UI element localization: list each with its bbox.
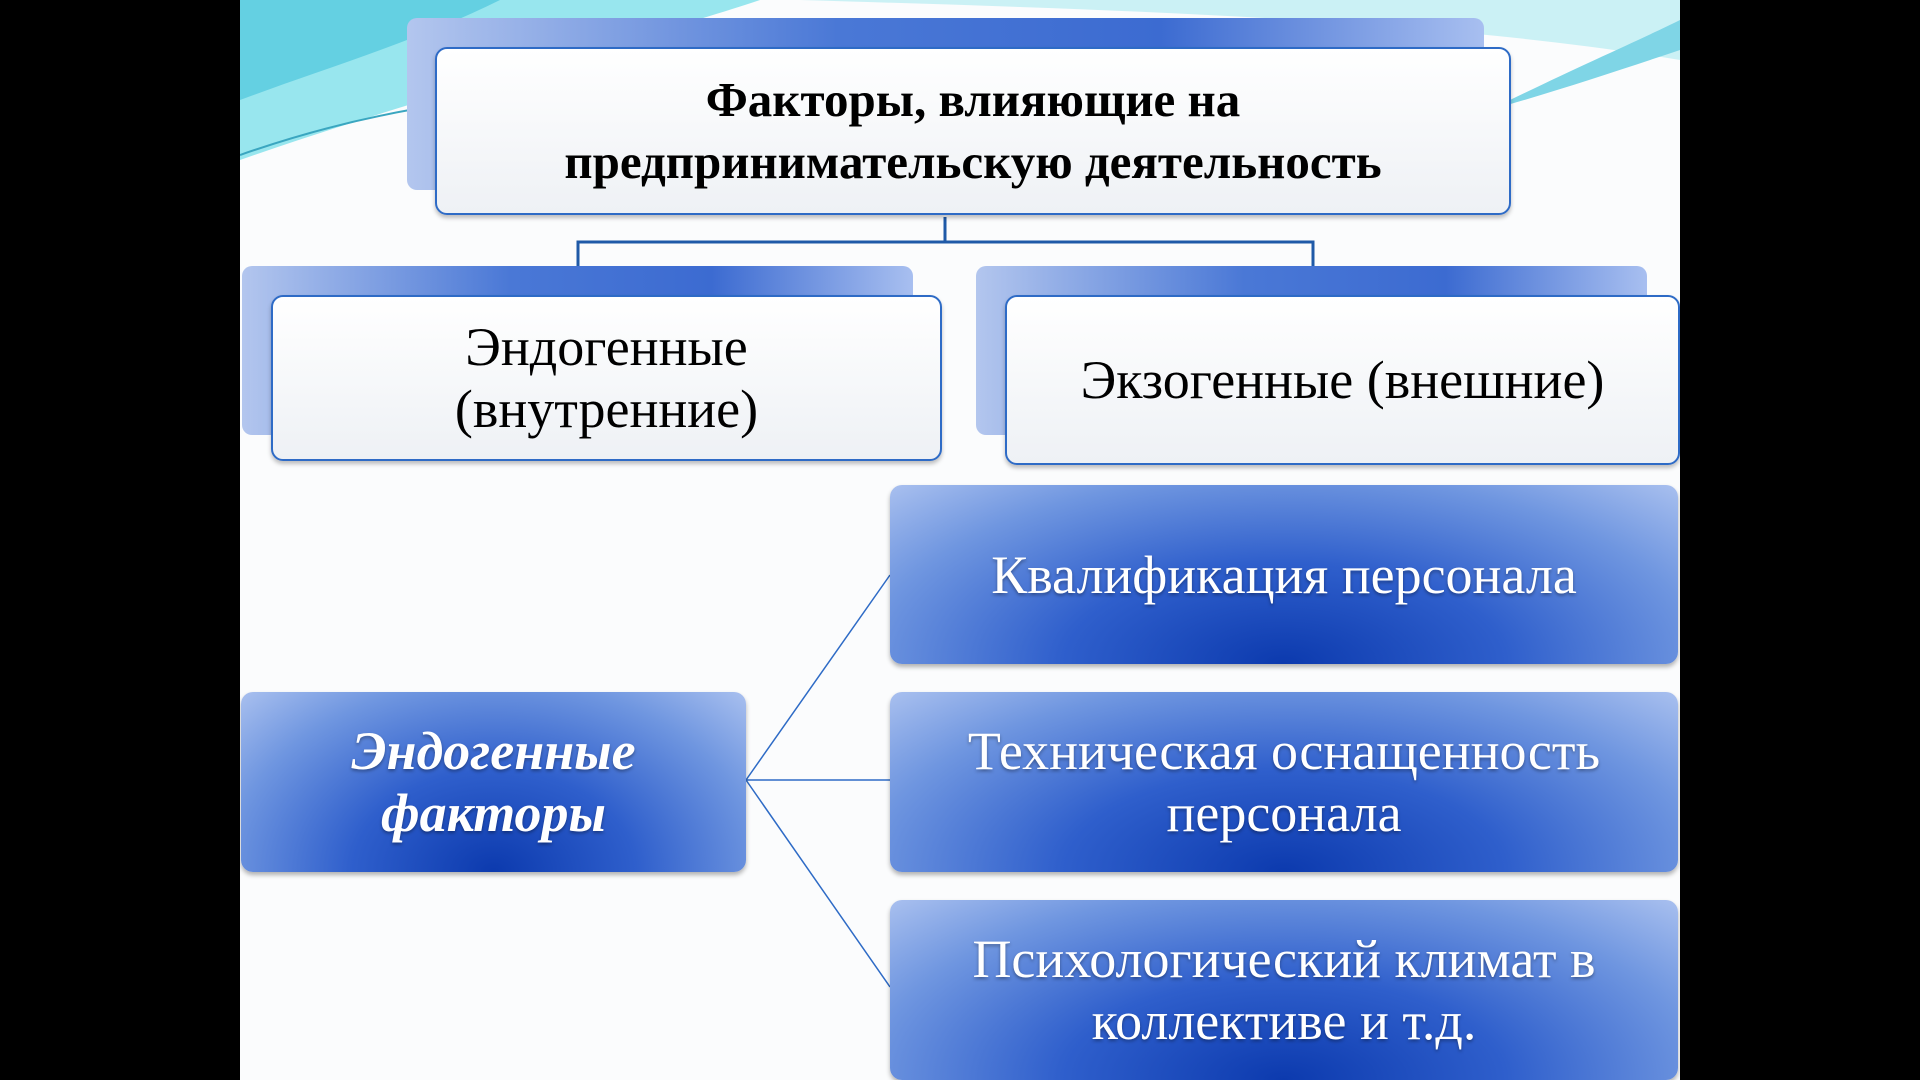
factor-item-label: Квалификация персонала [991, 544, 1577, 605]
endogenous-factors-box: Эндогенные факторы [241, 692, 746, 872]
factor-item: Психологический климат в коллективе и т.… [890, 900, 1678, 1080]
slide: Факторы, влияющие на предпринимательскую… [240, 0, 1680, 1080]
endogenous-category-label: Эндогенные (внутренние) [454, 317, 759, 439]
exogenous-category-label: Экзогенные (внешние) [1080, 350, 1605, 410]
endogenous-category-box: Эндогенные (внутренние) [271, 295, 942, 461]
exogenous-category-box: Экзогенные (внешние) [1005, 295, 1680, 465]
factor-item-label: Психологический климат в коллективе и т.… [972, 929, 1596, 1051]
connector-lines [576, 217, 1315, 988]
factor-item: Квалификация персонала [890, 485, 1678, 664]
title-box: Факторы, влияющие на предпринимательскую… [435, 47, 1511, 215]
endogenous-factors-label: Эндогенные факторы [351, 721, 636, 843]
factor-item: Техническая оснащенность персонала [890, 692, 1678, 872]
title-text: Факторы, влияющие на предпринимательскую… [564, 72, 1382, 189]
factor-item-label: Техническая оснащенность персонала [967, 721, 1601, 843]
